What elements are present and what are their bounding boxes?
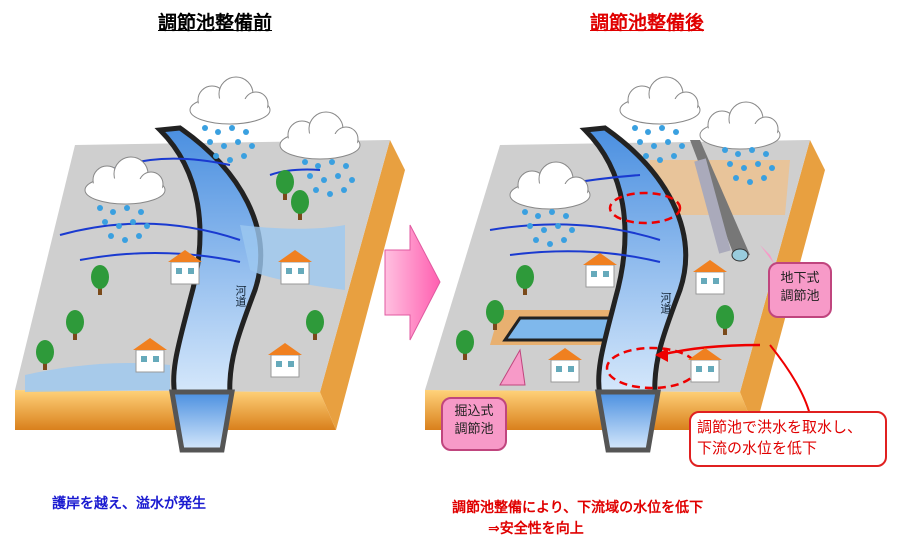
before-terrain — [15, 76, 405, 453]
callout-line2: 下流の水位を低下 — [697, 439, 818, 457]
after-terrain — [425, 76, 825, 453]
intake-callout: 調節池で洪水を取水し、 下流の水位を低下 — [689, 411, 887, 467]
callout-line1: 調節池で洪水を取水し、 — [697, 418, 863, 436]
after-caption-line2: ⇒安全性を向上 — [488, 521, 584, 537]
before-river-label: 河道 — [234, 285, 247, 307]
transition-arrow — [384, 224, 441, 341]
underground-label-line1: 地下式 — [780, 271, 820, 286]
before-caption: 護岸を越え、溢水が発生 — [52, 496, 206, 512]
underground-label-line2: 調節池 — [780, 289, 820, 304]
excavated-label-line2: 調節池 — [454, 422, 494, 437]
after-river-label: 河道 — [659, 292, 672, 314]
before-title: 調節池整備前 — [158, 12, 273, 34]
excavated-reservoir-label: 掘込式 調節池 — [441, 397, 507, 451]
after-title: 調節池整備後 — [590, 12, 705, 34]
excavated-label-line1: 掘込式 — [454, 404, 494, 419]
after-caption-line1: 調節池整備により、下流域の水位を低下 — [452, 500, 704, 516]
underground-reservoir-label: 地下式 調節池 — [768, 262, 832, 318]
